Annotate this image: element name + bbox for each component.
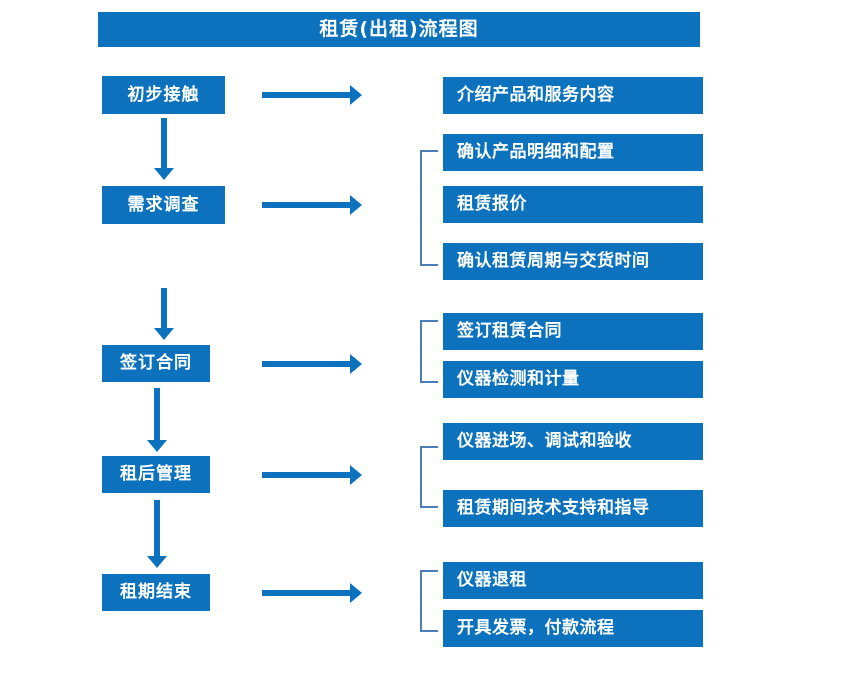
arrow-head	[350, 85, 362, 105]
stage-box-1[interactable]: 初步接触	[102, 76, 225, 114]
flow-arrow-down-1	[154, 118, 174, 180]
detail-box-10[interactable]: 开具发票，付款流程	[443, 610, 703, 647]
flow-arrow-down-3	[147, 388, 167, 452]
detail-label: 仪器检测和计量	[457, 369, 580, 389]
detail-arrow-right-2	[262, 195, 362, 215]
stage-label: 初步接触	[127, 84, 200, 105]
detail-label: 仪器进场、调试和验收	[457, 431, 632, 451]
detail-label: 签订租赁合同	[457, 321, 562, 341]
detail-box-4[interactable]: 确认租赁周期与交货时间	[443, 243, 703, 280]
arrow-shaft	[154, 388, 160, 440]
stage-label: 租后管理	[120, 464, 192, 484]
detail-label: 确认产品明细和配置	[457, 142, 615, 162]
stage-label: 租期结束	[120, 582, 192, 602]
arrow-shaft	[161, 288, 167, 328]
detail-label: 介绍产品和服务内容	[457, 85, 615, 105]
detail-label: 确认租赁周期与交货时间	[457, 251, 650, 271]
arrow-shaft	[262, 361, 350, 367]
detail-arrow-right-5	[262, 583, 362, 603]
arrow-shaft	[161, 118, 167, 168]
arrow-shaft	[262, 472, 350, 478]
arrow-shaft	[262, 202, 350, 208]
stage-label: 需求调查	[127, 194, 200, 215]
stage-box-3[interactable]: 签订合同	[102, 345, 210, 382]
stage-box-4[interactable]: 租后管理	[102, 456, 210, 493]
arrow-shaft	[262, 92, 350, 98]
flow-arrow-down-4	[147, 500, 167, 568]
flow-arrow-down-2	[154, 288, 174, 340]
detail-box-3[interactable]: 租赁报价	[443, 186, 703, 223]
detail-box-8[interactable]: 租赁期间技术支持和指导	[443, 490, 703, 527]
detail-box-7[interactable]: 仪器进场、调试和验收	[443, 423, 703, 460]
arrow-head	[154, 168, 174, 180]
arrow-head	[350, 465, 362, 485]
detail-box-5[interactable]: 签订租赁合同	[443, 313, 703, 350]
group-bracket-3	[420, 446, 438, 508]
arrow-head	[350, 195, 362, 215]
detail-label: 开具发票，付款流程	[457, 618, 615, 638]
detail-label: 租赁报价	[457, 194, 527, 214]
detail-label: 租赁期间技术支持和指导	[457, 498, 650, 518]
arrow-head	[350, 583, 362, 603]
diagram-title: 租赁(出租)流程图	[319, 18, 479, 40]
group-bracket-2	[420, 320, 438, 383]
detail-arrow-right-3	[262, 354, 362, 374]
arrow-head	[147, 440, 167, 452]
arrow-head	[154, 328, 174, 340]
arrow-shaft	[154, 500, 160, 556]
stage-box-5[interactable]: 租期结束	[102, 574, 210, 611]
stage-box-2[interactable]: 需求调查	[102, 186, 225, 224]
stage-label: 签订合同	[120, 353, 192, 373]
group-bracket-4	[420, 570, 438, 632]
detail-box-9[interactable]: 仪器退租	[443, 562, 703, 599]
detail-box-2[interactable]: 确认产品明细和配置	[443, 134, 703, 171]
detail-arrow-right-4	[262, 465, 362, 485]
arrow-head	[147, 556, 167, 568]
detail-box-6[interactable]: 仪器检测和计量	[443, 361, 703, 398]
detail-box-1[interactable]: 介绍产品和服务内容	[443, 77, 703, 114]
group-bracket-1	[420, 150, 438, 266]
detail-label: 仪器退租	[457, 570, 527, 590]
diagram-title-bar: 租赁(出租)流程图	[98, 12, 700, 47]
arrow-head	[350, 354, 362, 374]
arrow-shaft	[262, 590, 350, 596]
detail-arrow-right-1	[262, 85, 362, 105]
